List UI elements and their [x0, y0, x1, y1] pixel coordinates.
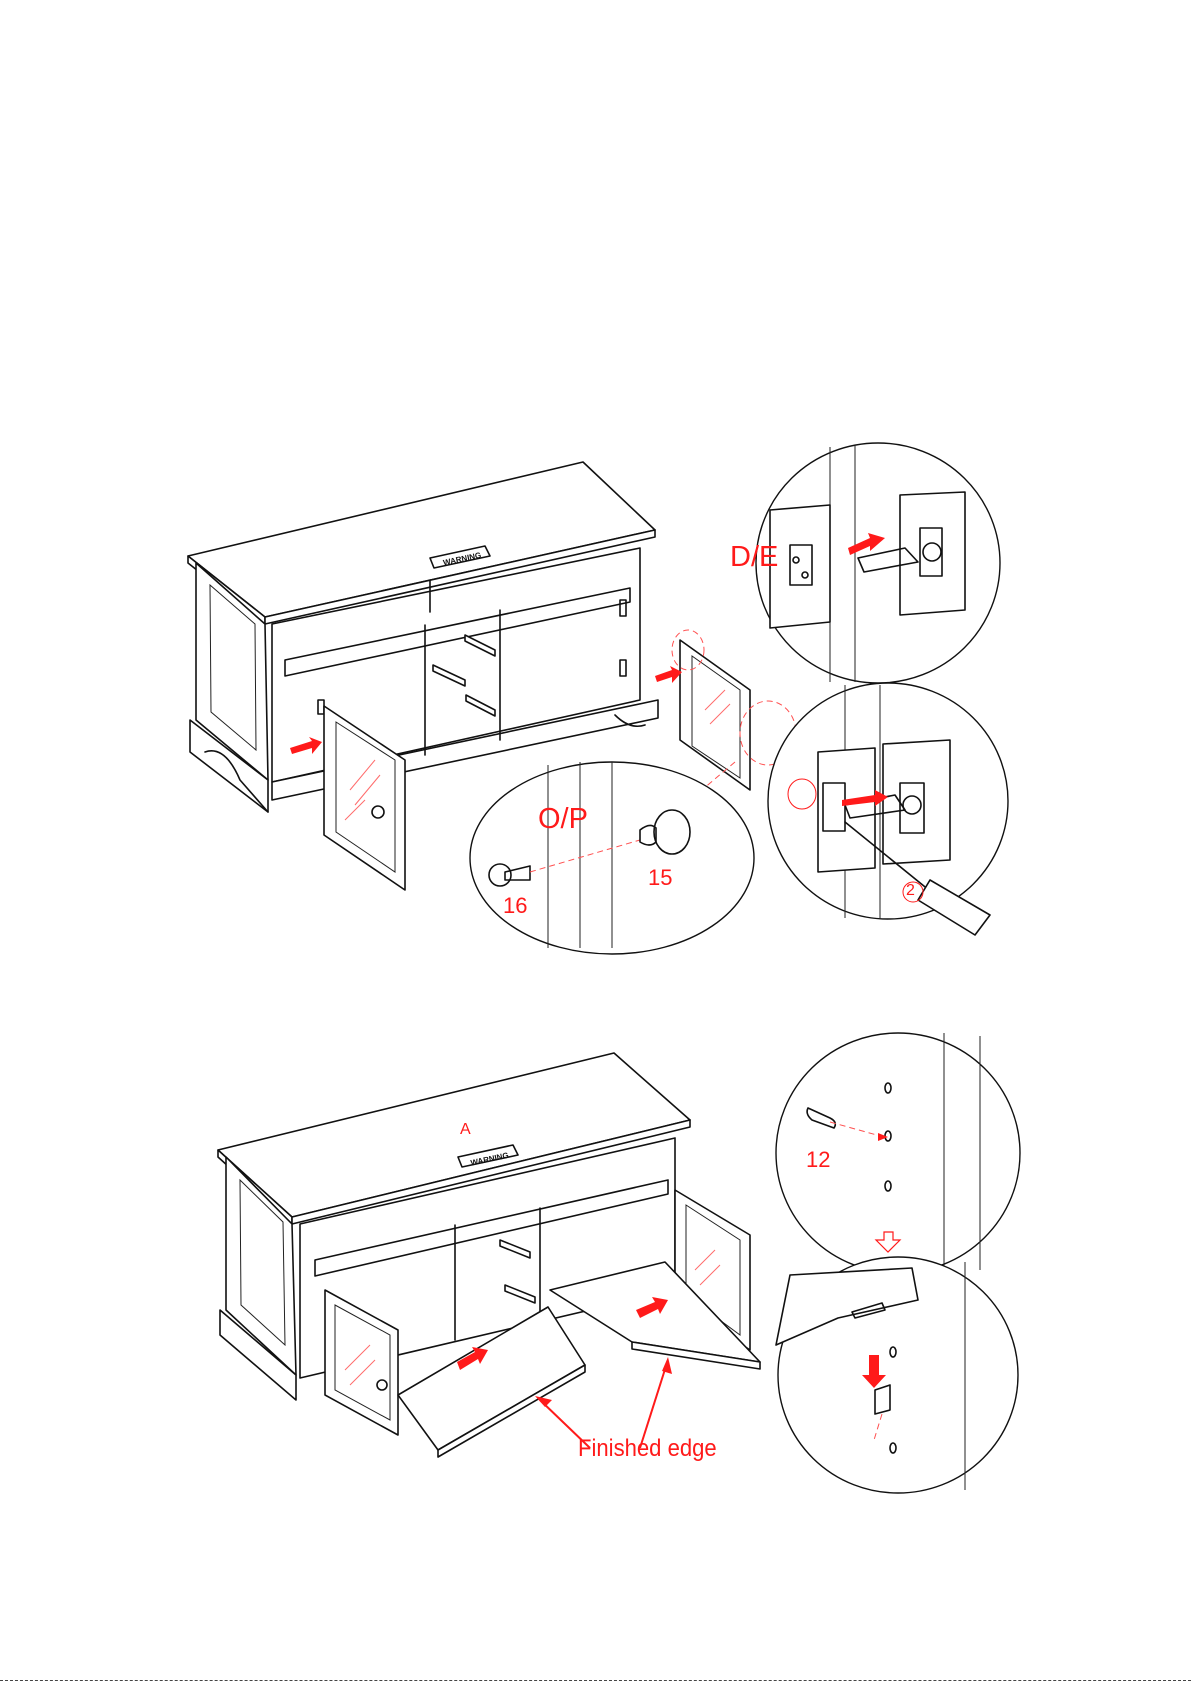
finished-edge-label: Finished edge	[578, 1437, 717, 1461]
knob-part-label: O/P	[538, 805, 588, 834]
knob-number-label: 15	[648, 867, 672, 889]
step2-cabinet: WARNING	[218, 1053, 760, 1457]
tool-number-label: 2	[906, 883, 915, 899]
top-panel-label: A	[460, 1122, 471, 1138]
hinge-part-label: D/E	[730, 543, 778, 572]
hinge-detail-upper	[756, 443, 1000, 683]
knob-detail	[470, 762, 754, 954]
dowel-number-label: 12	[806, 1149, 830, 1171]
screw-number-label: 16	[503, 895, 527, 917]
dowel-detail-lower	[776, 1257, 1018, 1493]
page-bottom-divider	[0, 1680, 1191, 1681]
hinge-detail-lower	[768, 683, 1008, 935]
